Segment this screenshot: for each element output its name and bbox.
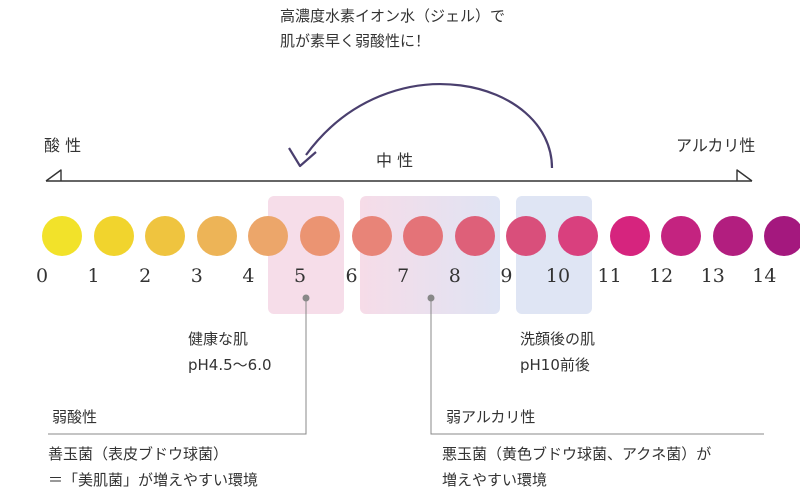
alkaline-label: アルカリ性 xyxy=(676,136,756,155)
ph-number-0: 0 xyxy=(35,265,49,287)
ph-number-7: 7 xyxy=(397,265,410,287)
ph-number-1: 1 xyxy=(87,265,100,287)
ph-number-9: 9 xyxy=(500,265,513,287)
ph-circle-5 xyxy=(300,216,340,256)
healthy-skin-ph: pH4.5〜6.0 xyxy=(188,356,272,374)
arrow-head-icon xyxy=(288,147,317,168)
after-wash-label: 洗顔後の肌 xyxy=(520,330,596,348)
ph-number-13: 13 xyxy=(700,265,725,287)
ph-circle-3 xyxy=(196,216,237,256)
weak-acid-line-1: 善玉菌（表皮ブドウ球菌） xyxy=(48,445,229,463)
ph-number-14: 14 xyxy=(752,265,777,287)
neutral-label: 中 性 xyxy=(376,151,414,170)
ph-circle-9 xyxy=(506,216,547,256)
ph-number-5: 5 xyxy=(293,265,307,287)
ph-circle-7 xyxy=(403,216,444,256)
weak-alkaline-title: 弱アルカリ性 xyxy=(446,408,536,426)
ph-circle-14 xyxy=(764,216,800,256)
axis-right-triangle-icon xyxy=(736,169,753,182)
headline-line-1: 高濃度水素イオン水（ジェル）で xyxy=(280,7,506,25)
ph-number-6: 6 xyxy=(345,265,358,287)
weak-alkaline-line-1: 悪玉菌（黄色ブドウ球菌、アクネ菌）が xyxy=(442,445,712,463)
acid-label: 酸 性 xyxy=(44,136,82,155)
after-wash-ph: pH10前後 xyxy=(520,356,590,374)
weak-alkaline-line-2: 増えやすい環境 xyxy=(442,471,548,489)
ph-circle-4 xyxy=(248,216,289,256)
healthy-skin-label: 健康な肌 xyxy=(188,330,249,348)
ph-number-11: 11 xyxy=(597,265,622,287)
ph-number-3: 3 xyxy=(190,265,203,287)
ph-number-12: 12 xyxy=(649,265,674,287)
curved-arrow xyxy=(305,83,554,169)
ph-circle-12 xyxy=(661,216,702,256)
healthy-skin-band xyxy=(268,196,344,314)
ph-circle-1 xyxy=(93,216,134,256)
ph-circle-10 xyxy=(558,216,598,256)
healthy-leader-line xyxy=(48,298,307,435)
weak-acid-title: 弱酸性 xyxy=(52,408,98,426)
ph-circle-13 xyxy=(712,216,753,256)
alkaline-leader-line xyxy=(430,298,764,435)
ph-number-8: 8 xyxy=(448,265,461,287)
ph-number-4: 4 xyxy=(242,265,255,287)
headline-line-2: 肌が素早く弱酸性に！ xyxy=(280,32,431,50)
axis-left-triangle-icon xyxy=(45,169,62,182)
ph-circle-6 xyxy=(351,216,392,256)
ph-number-10: 10 xyxy=(545,265,571,287)
weak-acid-line-2: ＝「美肌菌」が増えやすい環境 xyxy=(48,471,259,489)
ph-circle-0 xyxy=(42,216,82,256)
ph-circle-11 xyxy=(609,216,650,256)
ph-circle-2 xyxy=(145,216,186,256)
ph-number-2: 2 xyxy=(139,265,152,287)
ph-circle-8 xyxy=(454,216,495,256)
